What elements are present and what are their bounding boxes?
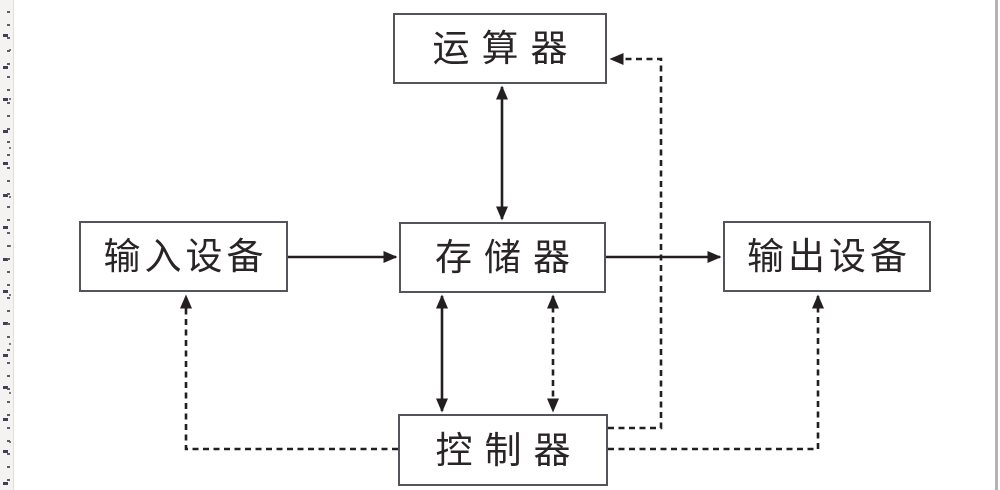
node-input-device-label: 输入设备 — [103, 235, 268, 278]
node-memory-label: 存储器 — [435, 236, 582, 279]
edge-controller-input — [180, 294, 398, 451]
page-edge-line — [995, 0, 998, 490]
node-output-device: 输出设备 — [723, 221, 931, 292]
vertical-ruler — [0, 0, 14, 490]
node-alu-label: 运算器 — [432, 27, 580, 70]
node-controller-label: 控制器 — [435, 428, 583, 472]
node-memory: 存储器 — [399, 222, 606, 293]
node-output-device-label: 输出设备 — [747, 235, 911, 278]
node-input-device: 输入设备 — [79, 221, 288, 292]
node-controller: 控制器 — [398, 414, 608, 486]
node-alu: 运算器 — [393, 13, 607, 84]
edge-controller-alu — [608, 53, 663, 430]
edge-controller-output — [608, 294, 824, 451]
